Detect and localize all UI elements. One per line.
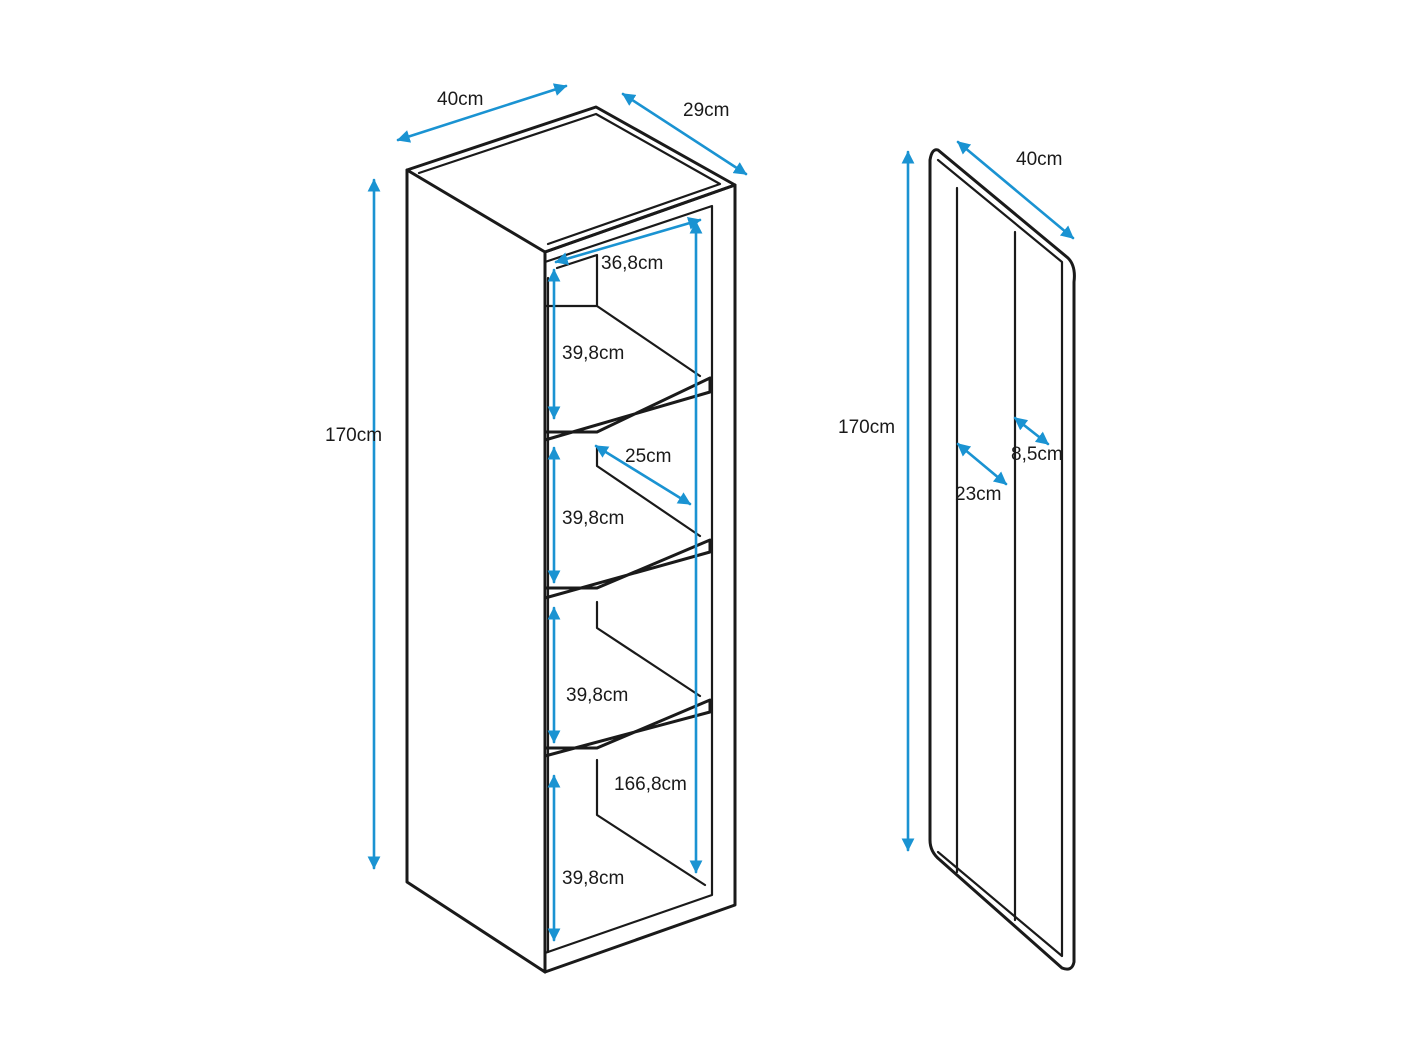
cabinet-drawing	[405, 105, 737, 974]
door-width-arrow	[956, 140, 1075, 240]
door-dimensions	[901, 140, 1075, 852]
cabinet-height-label: 170cm	[325, 425, 382, 446]
door-height-label: 170cm	[838, 417, 895, 438]
compartment-3-label: 39,8cm	[566, 685, 628, 706]
door-width-label: 40cm	[1016, 149, 1062, 170]
cabinet-depth-label: 29cm	[683, 100, 729, 121]
cabinet-inner-width-arrow	[554, 217, 702, 265]
cabinet-shelf-2	[543, 538, 712, 600]
cabinet-front-frame	[543, 183, 737, 974]
cabinet-shelf-depth-arrow	[594, 444, 692, 506]
cabinet-inner-height-label: 166,8cm	[614, 774, 687, 795]
door-groove-offset-arrow	[956, 442, 1008, 486]
compartment-4-label: 39,8cm	[562, 868, 624, 889]
cabinet-shelf-depth-label: 25cm	[625, 446, 671, 467]
cabinet-back-panel	[555, 253, 599, 307]
compartment-1-label: 39,8cm	[562, 343, 624, 364]
cabinet-shelf-3	[543, 698, 712, 758]
door-groove-spacing-arrow	[1013, 416, 1050, 446]
cabinet-top-panel	[405, 105, 737, 254]
cabinet-width-label: 40cm	[437, 89, 483, 110]
cabinet-inner-width-label: 36,8cm	[601, 253, 663, 274]
cabinet-side-panel	[405, 168, 547, 974]
door-panel	[928, 148, 1076, 971]
cabinet-dimensions	[367, 83, 748, 942]
dimension-labels: 40cm 29cm 170cm 36,8cm 25cm 166,8cm 39,8…	[325, 89, 1063, 889]
door-groove-offset-label: 23cm	[955, 484, 1001, 505]
compartment-2-label: 39,8cm	[562, 508, 624, 529]
door-drawing	[928, 148, 1076, 971]
cabinet-shelf-1	[543, 376, 712, 442]
door-groove-spacing-label: 8,5cm	[1011, 444, 1063, 465]
cabinet-depth-arrow	[621, 92, 748, 176]
cabinet-bottom-shelf	[595, 758, 707, 887]
cabinet-width-arrow	[396, 83, 568, 143]
